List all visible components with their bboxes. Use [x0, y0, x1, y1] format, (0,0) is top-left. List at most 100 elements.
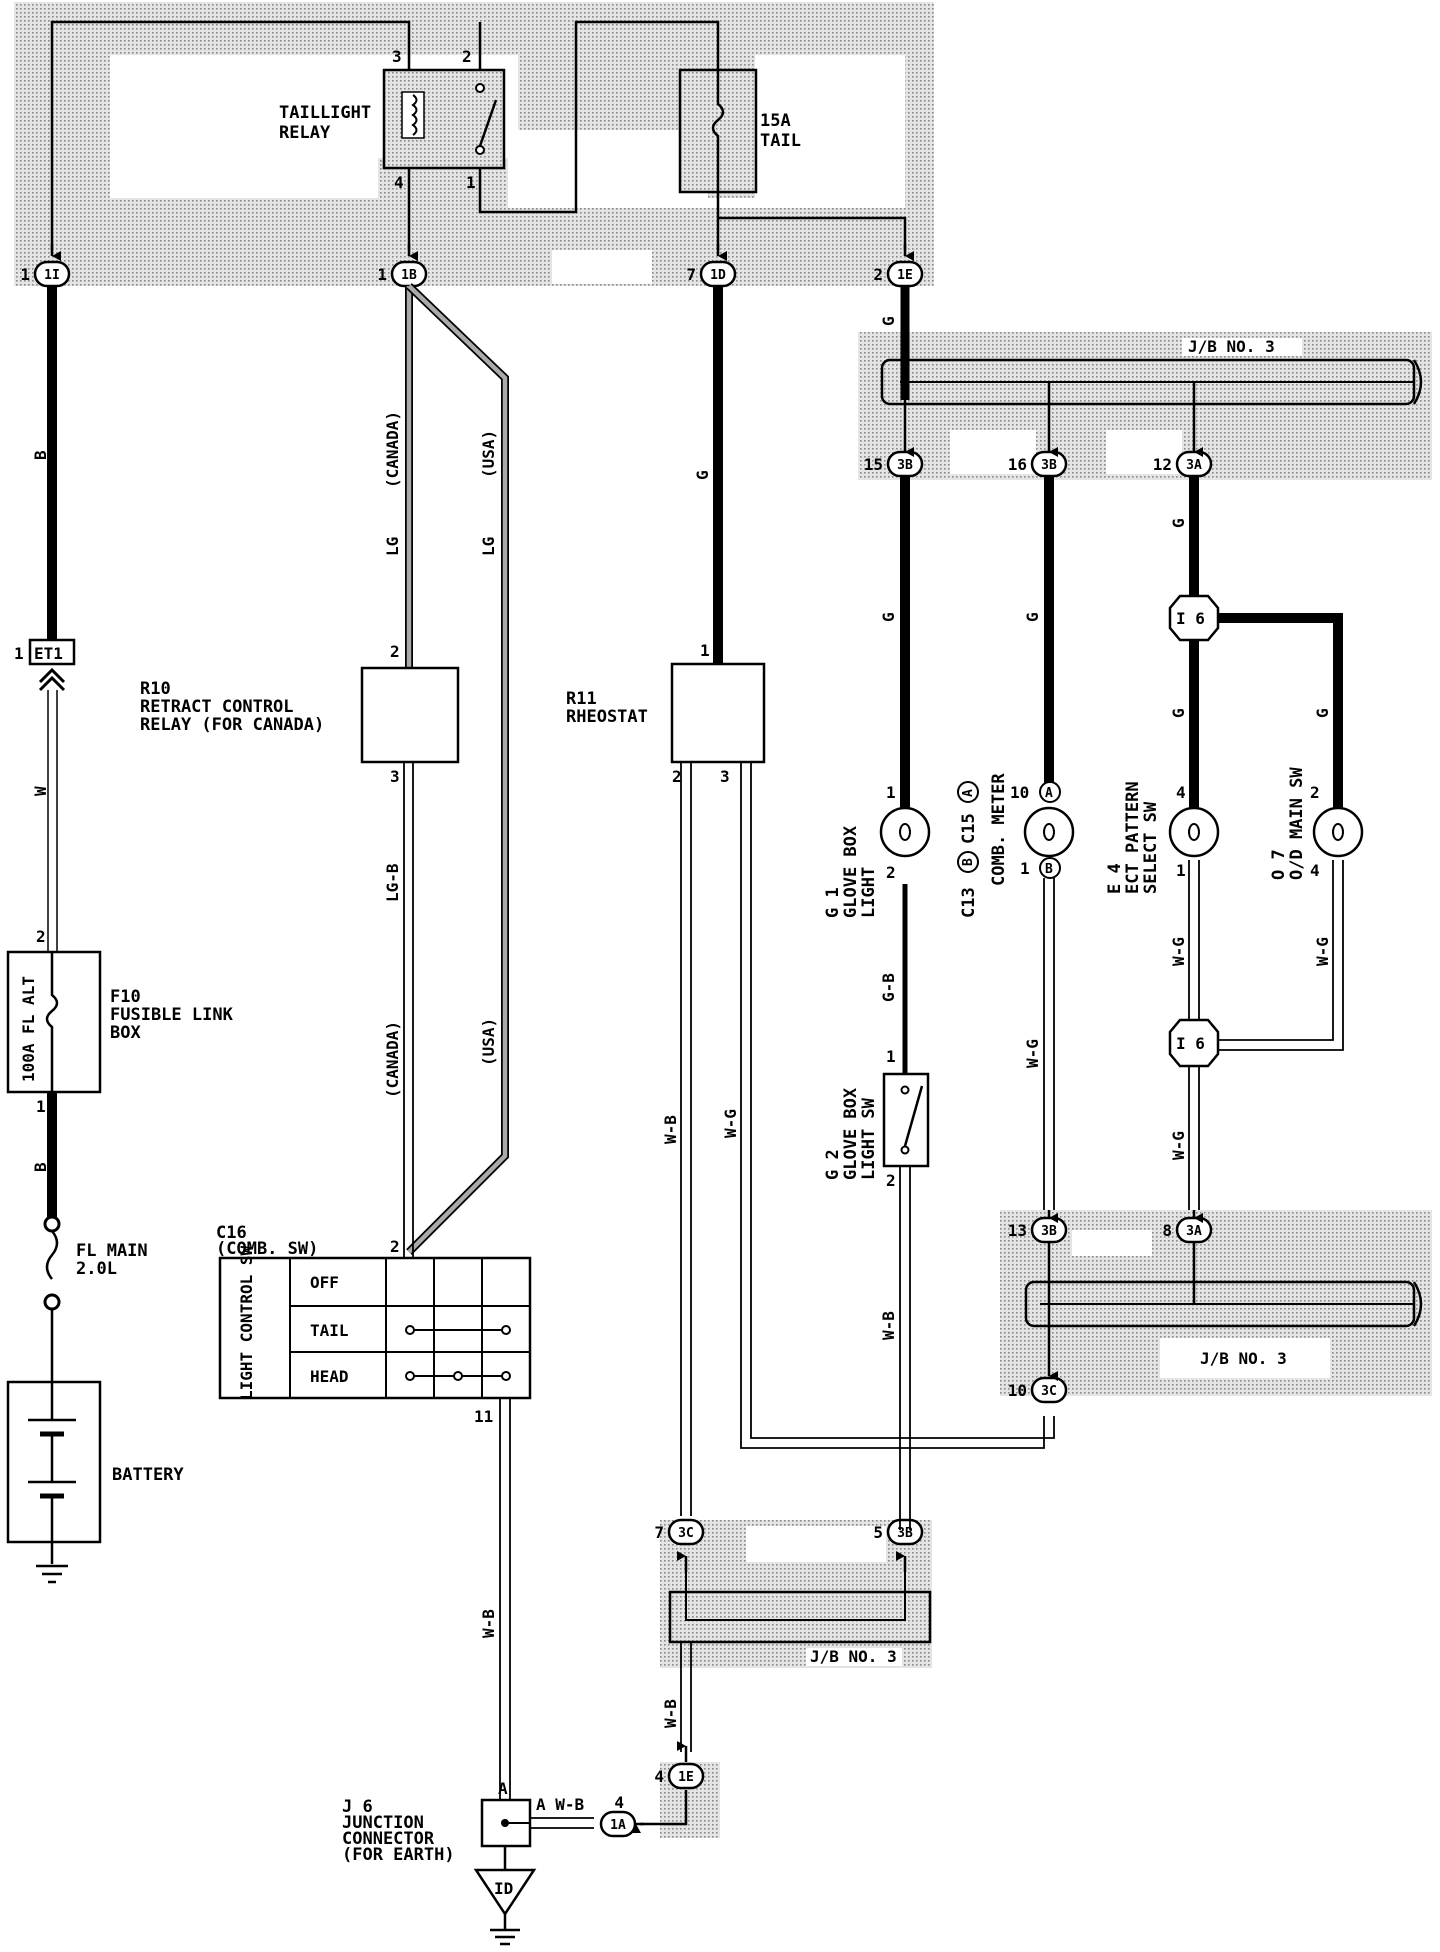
connector-code: 3C — [678, 1526, 694, 1541]
r11-rheostat: R11 RHEOSTAT 1 2 3 — [566, 641, 766, 786]
battery-label: BATTERY — [112, 1465, 184, 1485]
battery: BATTERY — [6, 1380, 184, 1544]
j6-label-1: JUNCTION — [342, 1813, 424, 1833]
c13-id-b: B — [961, 858, 976, 866]
ground-icon-battery — [36, 1564, 68, 1584]
relay-pin-1: 1 — [466, 173, 476, 192]
e4-labels: 4 1 E 4 ECT PATTERN SELECT SW — [1105, 781, 1186, 894]
taillight-relay: TAILLIGHT RELAY 3 2 4 1 — [279, 47, 506, 192]
connector-code: 3A — [1186, 458, 1202, 473]
c16-side-label: LIGHT CONTROL SW — [237, 1246, 256, 1400]
o7-lamp-icon — [1312, 806, 1364, 858]
connector-code: 3B — [897, 1526, 913, 1541]
wire-lg-1: LG — [383, 537, 402, 556]
g2-pin-top: 1 — [886, 1047, 896, 1066]
wire-w-g-e4b: W-G — [1169, 1131, 1188, 1160]
relay-label-2: RELAY — [279, 123, 331, 143]
o7-id: O 7 — [1269, 849, 1289, 880]
connector-code: 3B — [1041, 458, 1057, 473]
et1-label: ET1 — [34, 644, 63, 663]
splice-i6-bottom: I 6 — [1176, 1034, 1205, 1053]
wire-g-top: G — [879, 316, 898, 326]
lamps — [879, 806, 1364, 858]
connector-pin: 4 — [614, 1793, 624, 1812]
meter-pin-bottom: 1 — [1020, 859, 1030, 878]
g1-labels: 1 2 G 1 GLOVE BOX LIGHT — [823, 783, 896, 918]
splice-i6-top: I 6 — [1176, 609, 1205, 628]
wire-g-o7: G — [1313, 708, 1332, 718]
connector-pin: 10 — [1008, 1381, 1027, 1400]
connector-code: 1E — [678, 1770, 694, 1785]
wire-g-gb: G — [879, 612, 898, 622]
r10-pin-bottom: 3 — [390, 767, 400, 786]
connector-code: 1I — [44, 268, 60, 283]
r10-pin-top: 2 — [390, 642, 400, 661]
top-wires — [50, 20, 907, 250]
wire-g-b: G-B — [879, 973, 898, 1002]
g2-label-1: GLOVE BOX — [841, 1087, 861, 1180]
f10-fusible-link: 100A FL ALT 2 1 F10 FUSIBLE LINK BOX — [6, 927, 234, 1116]
connector-pin: 12 — [1153, 455, 1172, 474]
wire-w-g-meter: W-G — [1023, 1039, 1042, 1068]
connector-code: 1E — [897, 268, 913, 283]
jb-label-right: J/B NO. 3 — [1200, 1349, 1287, 1368]
wires — [47, 283, 1423, 1833]
fuse-15a: 15A TAIL — [678, 68, 801, 194]
e4-pin-bottom: 1 — [1176, 861, 1186, 880]
wire-labels: B W B (CANADA) LG (USA) LG LG-B (CANADA)… — [31, 316, 1332, 1814]
f10-pin-top: 2 — [36, 927, 46, 946]
r11-label: RHEOSTAT — [566, 707, 648, 727]
c16-comb-switch: C16 (COMB. SW) 2 11 LIGHT CONTROL SW OFF… — [216, 1223, 532, 1426]
r10-label-2: RELAY (FOR CANADA) — [140, 715, 324, 735]
fl-main-label-2: 2.0L — [76, 1259, 117, 1279]
connector-pin: 1 — [20, 265, 30, 284]
lamp-glyphs — [899, 823, 1344, 841]
meter-pin-top: 10 — [1010, 783, 1029, 802]
r11-pin-right: 3 — [720, 767, 730, 786]
connector-3b-pin-5: 3B5 — [873, 1518, 924, 1546]
connector-code: 3B — [1041, 1224, 1057, 1239]
g2-pin-bottom: 2 — [886, 1171, 896, 1190]
r11-id: R11 — [566, 689, 597, 709]
jb-label-top: J/B NO. 3 — [1188, 337, 1275, 356]
connector-code: 3C — [1041, 1384, 1057, 1399]
meter-label: COMB. METER — [989, 773, 1009, 886]
wire-w-b-r11: W-B — [661, 1115, 680, 1144]
f10-fuse-label: 100A FL ALT — [19, 976, 38, 1082]
c15-id-a: A — [961, 789, 976, 797]
connector-code: 1D — [710, 268, 726, 283]
wire-w-g-e4: W-G — [1169, 937, 1188, 966]
c15-id: C15 — [959, 813, 979, 844]
connector-pin: 1 — [377, 265, 387, 284]
comb-meter-labels: 10 A 1 B C13 B C15 A COMB. METER — [957, 773, 1061, 918]
r11-pin-top: 1 — [700, 641, 710, 660]
g2-glove-box-switch: 1 2 G 2 GLOVE BOX LIGHT SW — [823, 1047, 930, 1190]
relay-pin-4: 4 — [394, 173, 404, 192]
wire-g-meter: G — [1023, 612, 1042, 622]
c16-label: (COMB. SW) — [216, 1239, 318, 1259]
et1-pin: 1 — [14, 644, 24, 663]
connector-3c-pin-7: 3C7 — [654, 1518, 705, 1546]
wire-w-b-c16: W-B — [479, 1609, 498, 1638]
wire-b-1: B — [31, 450, 50, 460]
splices — [1168, 594, 1220, 1068]
connector-pin: 2 — [873, 265, 883, 284]
o7-pin-bottom: 4 — [1310, 861, 1320, 880]
r10-label-1: RETRACT CONTROL — [140, 697, 294, 717]
connector-3c-pin-10: 3C 10 — [1008, 1376, 1068, 1404]
c16-id: C16 — [216, 1223, 247, 1243]
c16-row-tail: TAIL — [310, 1321, 349, 1340]
g1-id: G 1 — [823, 887, 843, 918]
connector-1e-pin-4: 1E4 — [654, 1762, 705, 1790]
connector-pin: 13 — [1008, 1221, 1027, 1240]
j6-pin-a: A — [498, 1779, 508, 1798]
j6-label-2: CONNECTOR — [342, 1829, 435, 1849]
meter-pin-bottom-conn: B — [1045, 862, 1053, 877]
g1-pin-top: 1 — [886, 783, 896, 802]
wire-lg-2: LG — [479, 537, 498, 556]
connector-code: 3B — [897, 458, 913, 473]
connector-1a-pin-4: 1A4 — [599, 1793, 637, 1838]
g1-label-1: GLOVE BOX — [841, 825, 861, 918]
